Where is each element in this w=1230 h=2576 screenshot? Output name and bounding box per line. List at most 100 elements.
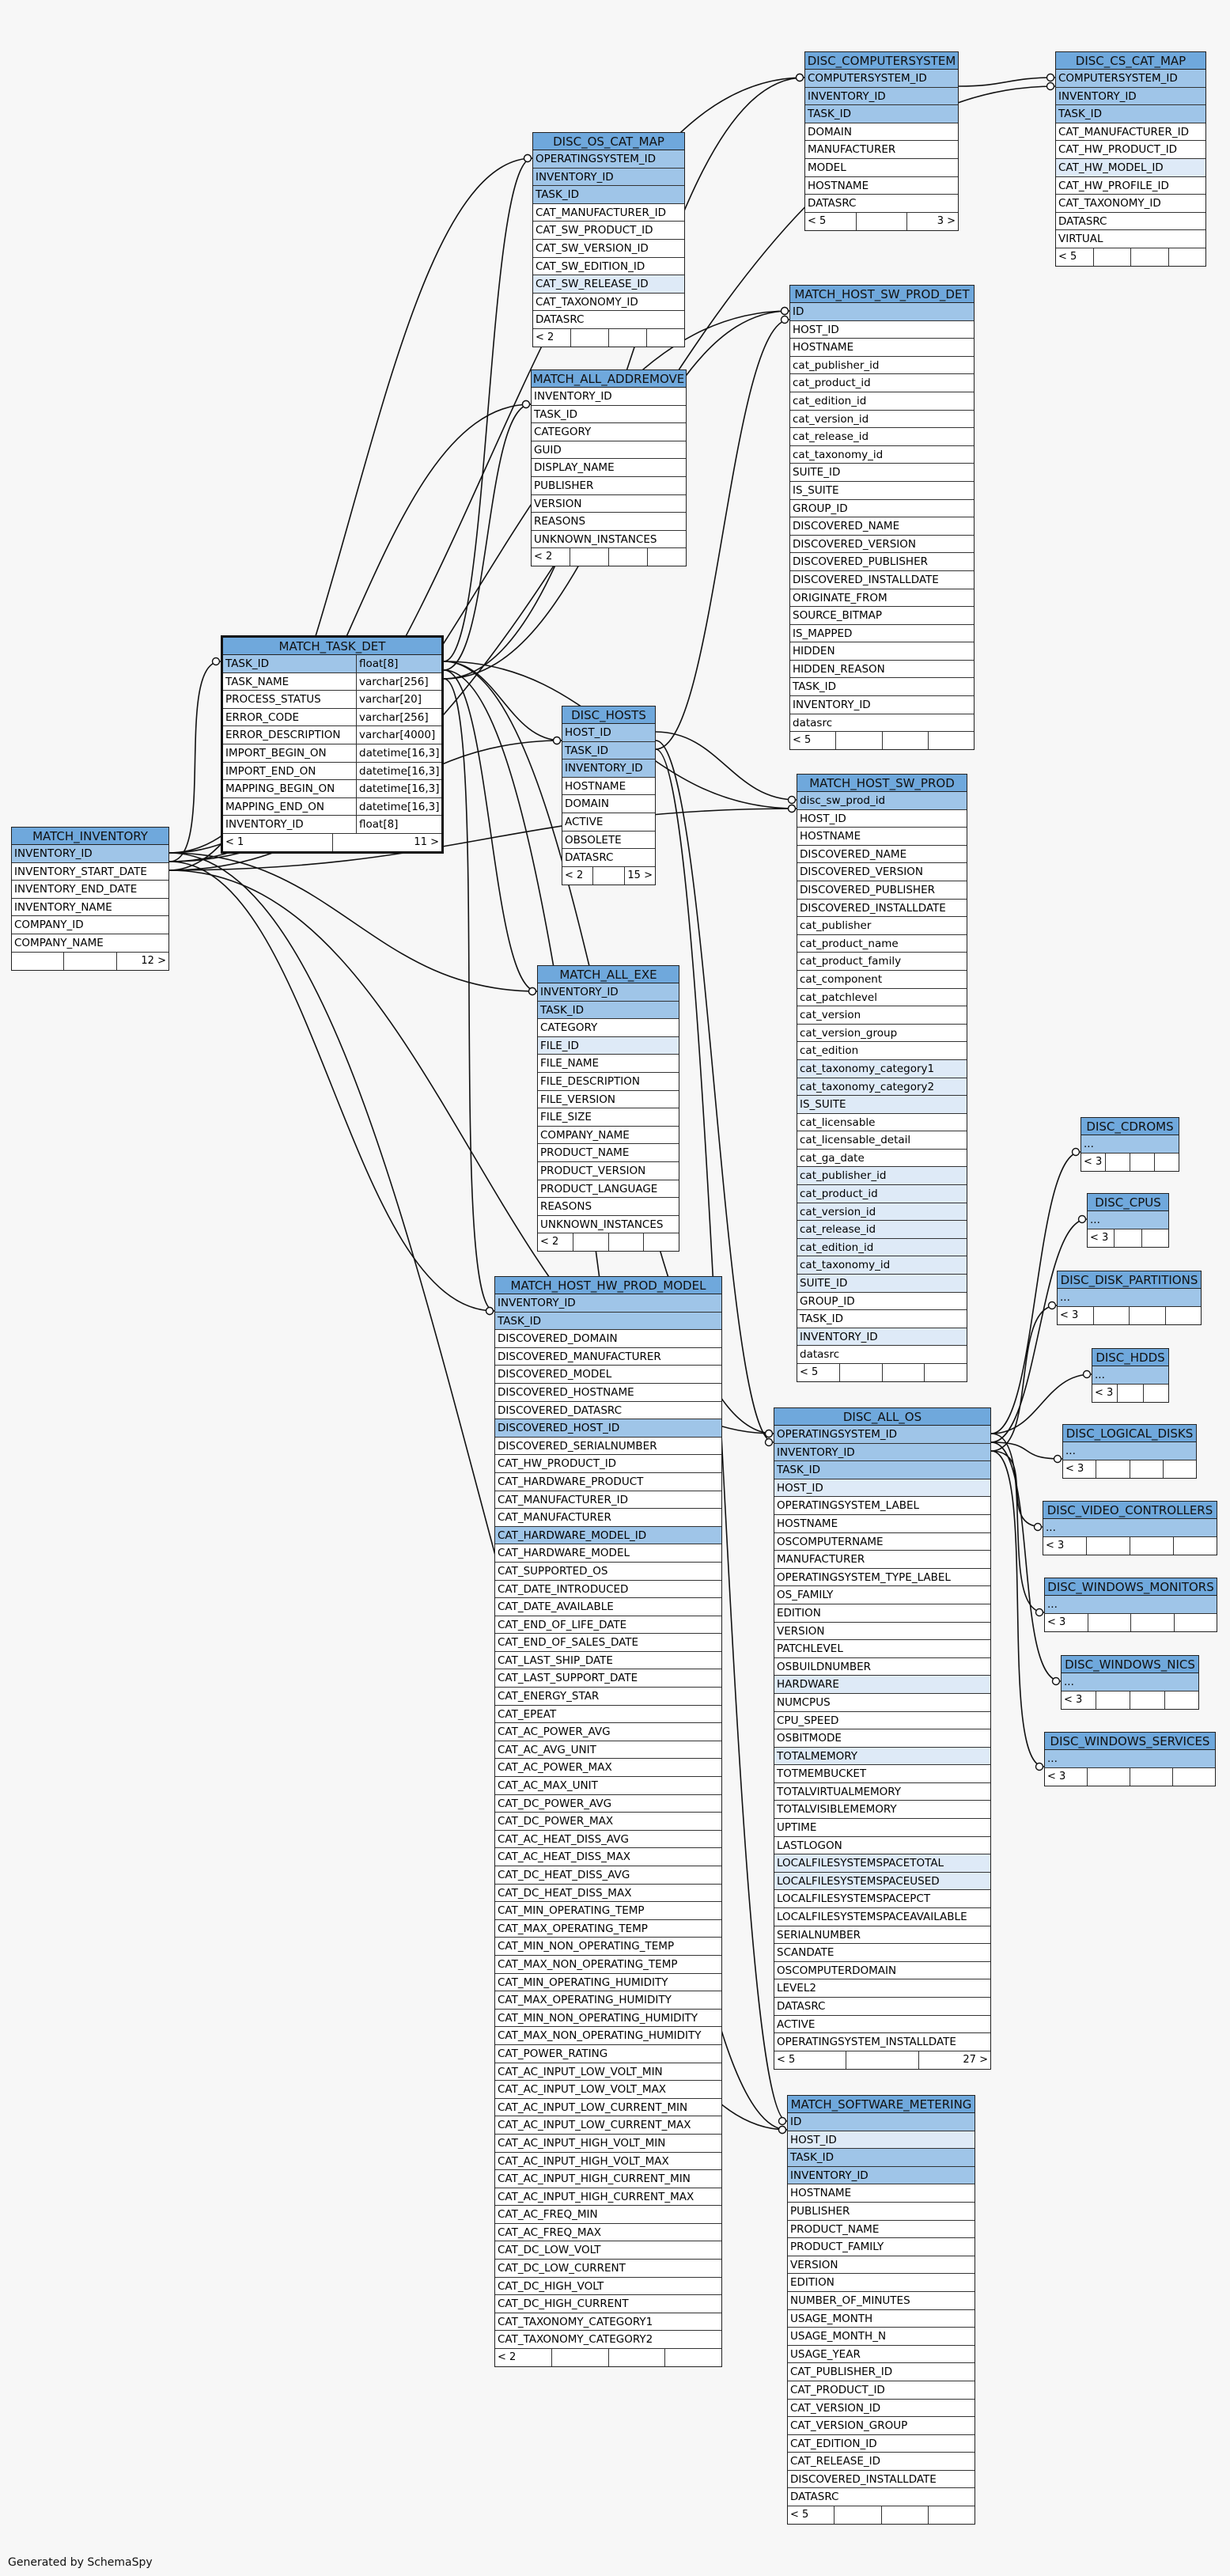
table-title[interactable]: DISC_WINDOWS_NICS <box>1062 1656 1198 1673</box>
footer-cell[interactable]: < 3 <box>1063 1460 1097 1478</box>
column-row-company-id[interactable]: COMPANY_ID <box>12 916 168 934</box>
column-row-category[interactable]: CATEGORY <box>532 423 686 441</box>
column-row-cat-version[interactable]: cat_version <box>797 1006 967 1025</box>
table-title[interactable]: DISC_CPUS <box>1088 1194 1168 1211</box>
column-row-localfilesystemspaceused[interactable]: LOCALFILESYSTEMSPACEUSED <box>774 1872 990 1891</box>
column-row-cat-dc-low-volt[interactable]: CAT_DC_LOW_VOLT <box>495 2241 721 2260</box>
column-row-cat-dc-high-volt[interactable]: CAT_DC_HIGH_VOLT <box>495 2278 721 2296</box>
column-row-cat-product-id[interactable]: CAT_PRODUCT_ID <box>788 2381 975 2400</box>
column-row-unknown-instances[interactable]: UNKNOWN_INSTANCES <box>538 1216 679 1234</box>
column-row-datasrc[interactable]: DATASRC <box>774 1998 990 2016</box>
column-row-inventory-id[interactable]: INVENTORY_ID <box>788 2166 975 2185</box>
column-row-discovered-name[interactable]: DISCOVERED_NAME <box>790 517 974 536</box>
column-row-is-suite[interactable]: IS_SUITE <box>790 482 974 500</box>
column-row-number-of-minutes[interactable]: NUMBER_OF_MINUTES <box>788 2292 975 2310</box>
footer-cell[interactable]: 27 > <box>963 2053 988 2066</box>
column-row-disc-sw-prod-id[interactable]: disc_sw_prod_id <box>797 792 967 810</box>
column-row-hostname[interactable]: HOSTNAME <box>788 2184 975 2203</box>
column-row-publisher[interactable]: PUBLISHER <box>788 2203 975 2221</box>
column-row-discovered-host-id[interactable]: DISCOVERED_HOST_ID <box>495 1419 721 1438</box>
column-row-discovered-serialnumber[interactable]: DISCOVERED_SERIALNUMBER <box>495 1438 721 1456</box>
column-row-task-id[interactable]: TASK_ID <box>562 741 655 760</box>
column-row-cat-version-id[interactable]: cat_version_id <box>797 1203 967 1222</box>
table-title[interactable]: MATCH_HOST_SW_PROD_DET <box>790 286 974 303</box>
column-row-discovered-name[interactable]: DISCOVERED_NAME <box>797 846 967 864</box>
column-row-cat-end-of-sales-date[interactable]: CAT_END_OF_SALES_DATE <box>495 1634 721 1652</box>
column-row-discovered-version[interactable]: DISCOVERED_VERSION <box>790 536 974 554</box>
table-title[interactable]: DISC_WINDOWS_SERVICES <box>1045 1733 1215 1750</box>
column-row-cpu-speed[interactable]: CPU_SPEED <box>774 1712 990 1730</box>
column-row-oscomputerdomain[interactable]: OSCOMPUTERDOMAIN <box>774 1962 990 1980</box>
column-row-cat-taxonomy-id[interactable]: cat_taxonomy_id <box>797 1256 967 1275</box>
column-row-cat-max-operating-humidity[interactable]: CAT_MAX_OPERATING_HUMIDITY <box>495 1991 721 2010</box>
footer-cell[interactable]: < 3 <box>1058 1306 1094 1324</box>
footer-cell[interactable]: 15 > <box>627 869 653 881</box>
column-row-cat-release-id[interactable]: cat_release_id <box>797 1221 967 1239</box>
footer-cell[interactable]: < 3 <box>1045 1767 1088 1786</box>
footer-cell[interactable]: < 5 <box>774 2051 847 2069</box>
column-row-localfilesystemspacepct[interactable]: LOCALFILESYSTEMSPACEPCT <box>774 1890 990 1909</box>
column-row-cat-edition-id[interactable]: CAT_EDITION_ID <box>788 2435 975 2453</box>
column-row-patchlevel[interactable]: PATCHLEVEL <box>774 1640 990 1658</box>
column-row-cat-publisher-id[interactable]: cat_publisher_id <box>797 1167 967 1186</box>
column-row-cat-hardware-product[interactable]: CAT_HARDWARE_PRODUCT <box>495 1473 721 1491</box>
table-disc-windows-monitors[interactable]: DISC_WINDOWS_MONITORS...< 3 <box>1044 1578 1217 1632</box>
column-row-computersystem-id[interactable]: COMPUTERSYSTEM_ID <box>805 70 958 88</box>
column-row-cat-max-non-operating-humidity[interactable]: CAT_MAX_NON_OPERATING_HUMIDITY <box>495 2027 721 2045</box>
column-row-version[interactable]: VERSION <box>532 495 686 513</box>
column-row-inventory-id[interactable]: INVENTORY_ID <box>532 388 686 406</box>
column-row-edition[interactable]: EDITION <box>788 2274 975 2292</box>
table-title[interactable]: DISC_WINDOWS_MONITORS <box>1045 1578 1217 1596</box>
column-row-cat-dc-heat-diss-avg[interactable]: CAT_DC_HEAT_DISS_AVG <box>495 1866 721 1885</box>
footer-cell[interactable]: < 2 <box>538 1233 573 1252</box>
column-row-domain[interactable]: DOMAIN <box>562 795 655 813</box>
column-row-cat-product-name[interactable]: cat_product_name <box>797 935 967 953</box>
column-row-inventory-id[interactable]: INVENTORY_ID <box>790 696 974 714</box>
column-row-cat-ga-date[interactable]: cat_ga_date <box>797 1150 967 1168</box>
column-row-lastlogon[interactable]: LASTLOGON <box>774 1837 990 1855</box>
column-row-product-name[interactable]: PRODUCT_NAME <box>788 2221 975 2239</box>
table-title[interactable]: DISC_OS_CAT_MAP <box>533 133 684 150</box>
column-row-osbuildnumber[interactable]: OSBUILDNUMBER <box>774 1658 990 1676</box>
column-row-discovered-domain[interactable]: DISCOVERED_DOMAIN <box>495 1330 721 1348</box>
footer-cell[interactable]: < 2 <box>562 866 594 885</box>
column-row-hardware[interactable]: HARDWARE <box>774 1676 990 1694</box>
column-row-discovered-manufacturer[interactable]: DISCOVERED_MANUFACTURER <box>495 1348 721 1366</box>
column-row-inventory-id[interactable]: INVENTORY_ID <box>538 983 679 1002</box>
column-row-cat-sw-version-id[interactable]: CAT_SW_VERSION_ID <box>533 240 684 258</box>
column-row-cat-edition-id[interactable]: cat_edition_id <box>790 392 974 411</box>
column-row-company-name[interactable]: COMPANY_NAME <box>12 934 168 953</box>
footer-cell[interactable]: < 5 <box>790 732 837 750</box>
column-row-task-id[interactable]: TASK_ID <box>774 1461 990 1479</box>
table-title[interactable]: DISC_VIDEO_CONTROLLERS <box>1043 1502 1217 1519</box>
column-row-cat-supported-os[interactable]: CAT_SUPPORTED_OS <box>495 1563 721 1581</box>
column-row-source-bitmap[interactable]: SOURCE_BITMAP <box>790 607 974 625</box>
column-row-active[interactable]: ACTIVE <box>774 2016 990 2034</box>
column-row-unknown-instances[interactable]: UNKNOWN_INSTANCES <box>532 531 686 549</box>
column-row-version[interactable]: VERSION <box>788 2256 975 2275</box>
column-row-cat-manufacturer[interactable]: CAT_MANUFACTURER <box>495 1509 721 1527</box>
column-row-totalmemory[interactable]: TOTALMEMORY <box>774 1747 990 1766</box>
column-row-cat-taxonomy-category1[interactable]: cat_taxonomy_category1 <box>797 1059 967 1078</box>
column-row-inventory-id[interactable]: INVENTORY_ID <box>797 1328 967 1347</box>
table-disc-hdds[interactable]: DISC_HDDS...< 3 <box>1092 1348 1169 1403</box>
column-row-cat-ac-input-low-current-max[interactable]: CAT_AC_INPUT_LOW_CURRENT_MAX <box>495 2116 721 2135</box>
footer-cell[interactable]: < 3 <box>1092 1384 1118 1402</box>
column-row-cat-ac-max-unit[interactable]: CAT_AC_MAX_UNIT <box>495 1777 721 1795</box>
column-row-host-id[interactable]: HOST_ID <box>790 321 974 339</box>
column-row-operatingsystem-installdate[interactable]: OPERATINGSYSTEM_INSTALLDATE <box>774 2033 990 2051</box>
column-row-inventory-id[interactable]: INVENTORY_ID <box>533 168 684 187</box>
column-row-inventory-id[interactable]: INVENTORY_ID <box>12 845 168 863</box>
column-row-inventory-id[interactable]: INVENTORY_ID <box>805 87 958 106</box>
column-row-usage-month[interactable]: USAGE_MONTH <box>788 2310 975 2328</box>
